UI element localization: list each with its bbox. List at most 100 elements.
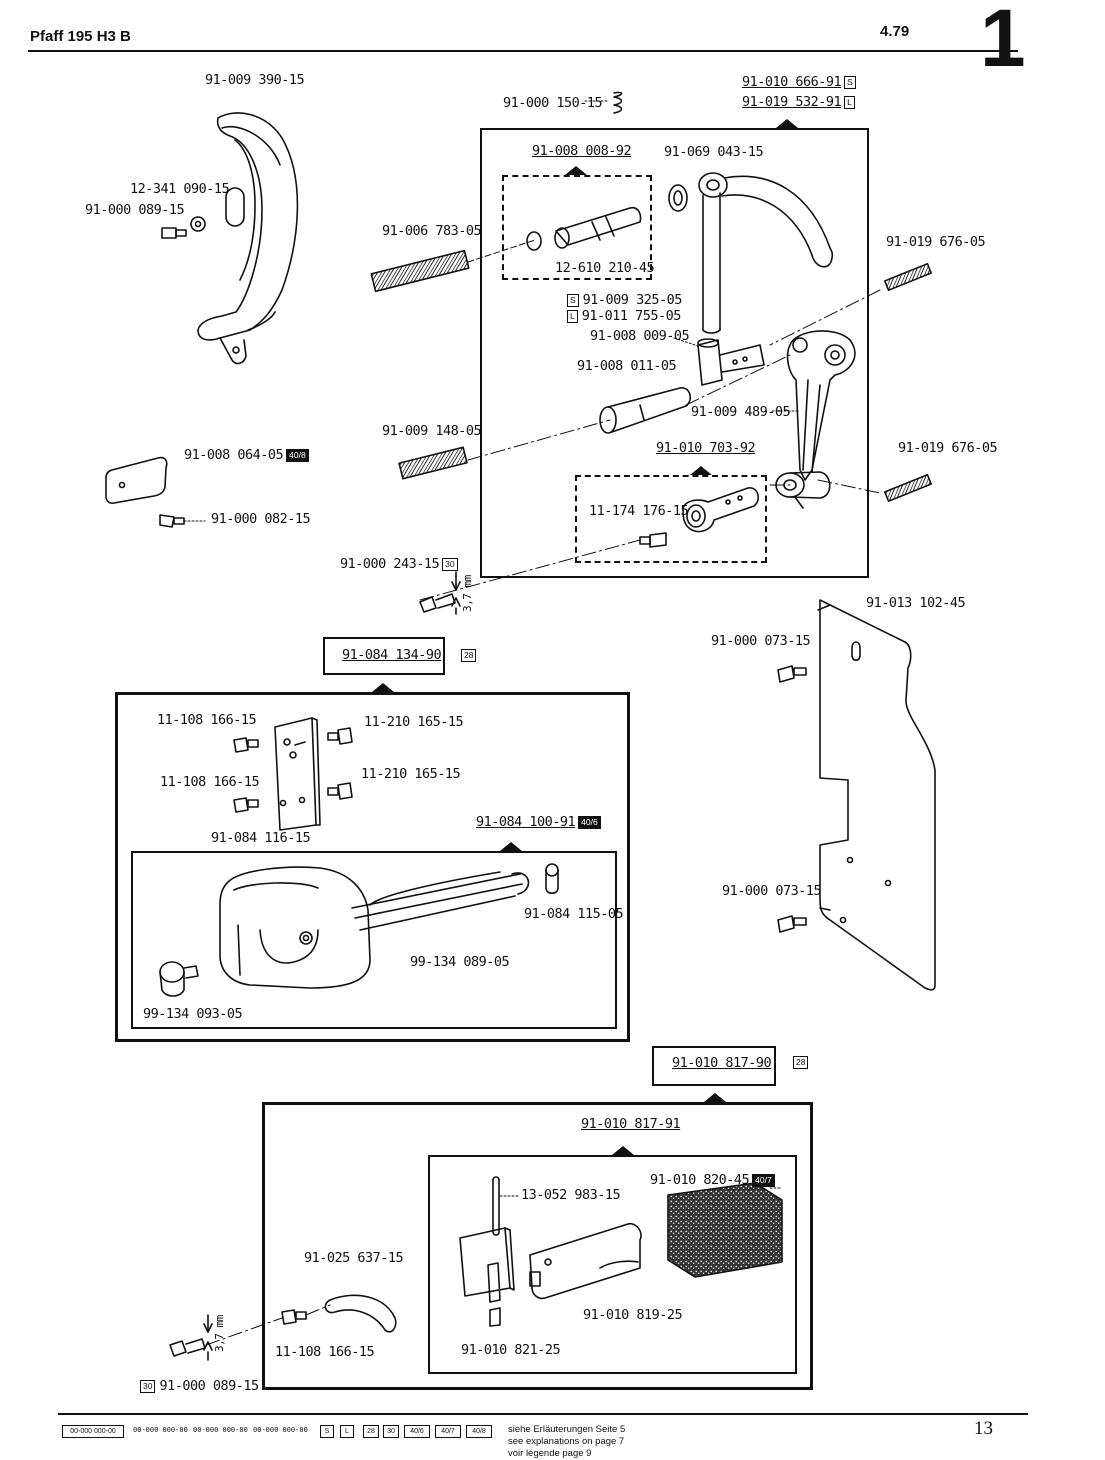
oil-tank-kit-label-box [323, 637, 445, 675]
part-label: 91-019 676-05 [898, 440, 998, 456]
kit-tag: 28 [458, 649, 477, 663]
shaft-kit-frame [502, 175, 652, 280]
legend-tag-l: L [340, 1425, 354, 1438]
lubrication-kit-frame [262, 1102, 813, 1390]
footer-note-fr: voir légende page 9 [508, 1448, 592, 1459]
felt-holder-pointer [612, 1146, 634, 1155]
mounting-plate-drawing [274, 717, 321, 831]
tag-30: 30 [442, 558, 458, 571]
cover-plate-drawing [197, 112, 299, 365]
tag-28: 28 [793, 1056, 809, 1069]
kit-label: 91-084 134-90 [342, 647, 442, 663]
legend-tag-40-8: 40/8 [466, 1425, 492, 1438]
kit-tag: 28 [790, 1056, 809, 1070]
part-label: 91-009 148-05 [382, 423, 482, 439]
shaft-pin-drawing [599, 387, 692, 434]
part-label: 91-000 073-15 [722, 883, 822, 899]
part-label: 12-341 090-15 [130, 181, 230, 197]
part-label: 91-013 102-45 [866, 595, 966, 611]
hatched-cord-2 [398, 446, 468, 480]
part-label: 11-108 166-15 [160, 774, 260, 790]
part-label: 91-000 089-15 [85, 202, 185, 218]
legend-code-box: 00-000 000-00 [62, 1425, 124, 1438]
hatched-cord-3 [884, 262, 932, 292]
collar-kit-frame [575, 475, 767, 563]
shaft-kit-pointer [565, 166, 587, 175]
tag-40-8: 40/8 [286, 449, 309, 462]
oil-tank-kit-frame [115, 692, 630, 1042]
shaft-assembly-drawing [526, 206, 642, 251]
legend-tag-40-6: 40/6 [404, 1425, 430, 1438]
small-plate-drawing [105, 456, 185, 528]
hatched-cord-1 [370, 249, 470, 293]
main-mechanism-frame [480, 128, 869, 578]
legend-tag-30: 30 [383, 1425, 399, 1438]
lubrication-kit-pointer [704, 1093, 726, 1102]
part-label: 91-000 073-15 [711, 633, 811, 649]
part-label: 91-084 116-15 [211, 830, 311, 846]
part-label: 11-210 165-15 [364, 714, 464, 730]
kit-label: 91-010 817-91 [581, 1116, 681, 1132]
part-label: 99-134 093-05 [143, 1006, 243, 1022]
part-label: 91-008 009-05 [590, 328, 690, 344]
tag-40-7: 40/7 [752, 1174, 775, 1187]
set-screw-drawing-1 [419, 571, 461, 615]
small-spring-drawing [613, 91, 623, 114]
part-label: 91-000 082-15 [211, 511, 311, 527]
cover-screw-drawing-1 [777, 665, 807, 683]
side-cover-plate-drawing [817, 599, 936, 991]
footer-note-de: siehe Erläuterungen Seite 5 [508, 1424, 626, 1435]
curved-spring-drawing [324, 1294, 397, 1333]
tag-l: L [844, 96, 855, 109]
legend-tag-28: 28 [363, 1425, 379, 1438]
part-label: 12-610 210-45 [555, 260, 655, 276]
part-label: 13-052 983-15 [521, 1187, 621, 1203]
dimension-label: 3,7 mm [213, 1315, 226, 1352]
oil-reservoir-drawing [219, 866, 530, 989]
part-label: 91-025 637-15 [304, 1250, 404, 1266]
felt-holder-drawing [529, 1222, 642, 1300]
cylinder-cap-drawing [545, 863, 559, 895]
part-label: 91-009 390-15 [205, 72, 305, 88]
dimension-label: 3,7 mm [461, 575, 474, 612]
part-label: 91-009 489-05 [691, 404, 791, 420]
part-label: 11-108 166-15 [157, 712, 257, 728]
legend-tag-s: S [320, 1425, 334, 1438]
oil-reservoir-pointer [500, 842, 522, 851]
legend-code: 00-000 000-00 [133, 1426, 188, 1434]
header-rule [28, 50, 1018, 52]
frame-pointer-top [776, 119, 798, 128]
lubrication-kit-label-box [652, 1046, 776, 1086]
tag-s: S [567, 294, 579, 307]
collar-kit-pointer [690, 466, 712, 475]
cover-screw-drawing-2 [777, 915, 807, 933]
oil-tank-kit-pointer [372, 683, 394, 692]
issue-date: 4.79 [880, 23, 910, 40]
oil-reservoir-subframe [131, 851, 617, 1029]
legend-code: 00-000 000-00 [193, 1426, 248, 1434]
plate-screws-drawing [233, 727, 353, 813]
part-label: 91-069 043-15 [664, 144, 764, 160]
tag-l: L [567, 310, 578, 323]
page-number: 13 [974, 1418, 993, 1439]
tag-30: 30 [140, 1380, 156, 1393]
dimension-marker-2 [203, 1314, 213, 1361]
part-label: 91-008 011-05 [577, 358, 677, 374]
kit-label: 91-010 703-92 [656, 440, 756, 456]
tag-28: 28 [461, 649, 477, 662]
part-label: 91-010 819-25 [583, 1307, 683, 1323]
bushing-drawing [697, 338, 765, 386]
kit-label: 91-010 817-90 [672, 1055, 772, 1071]
clamp-collar-drawing [639, 487, 760, 548]
bottom-screws-drawing [169, 1309, 307, 1357]
